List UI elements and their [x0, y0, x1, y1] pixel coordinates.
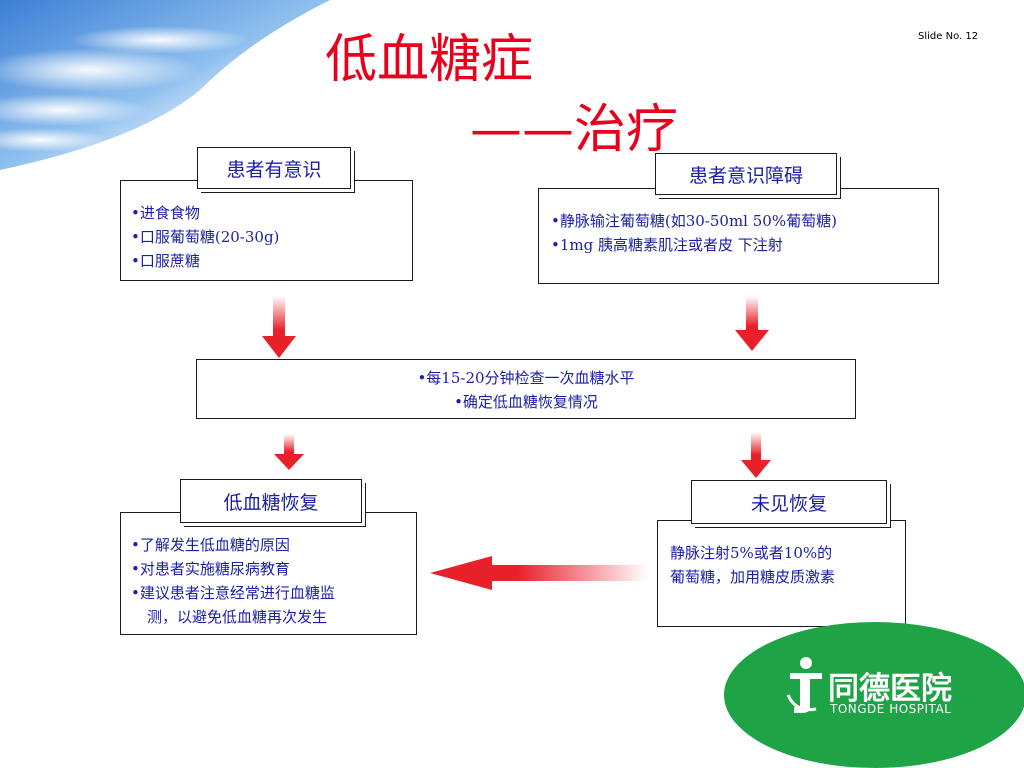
recovered-label: 低血糖恢复	[180, 479, 362, 523]
monitoring-box: 每15-20分钟检查一次血糖水平 确定低血糖恢复情况	[196, 359, 856, 419]
list-item: 静脉输注葡萄糖(如30-50ml 50%葡萄糖)	[551, 209, 938, 233]
sky-cloud-decoration	[0, 0, 330, 170]
list-item-continuation: 测，以避免低血糖再次发生	[147, 608, 328, 626]
not-recovered-text-line1: 静脉注射5%或者10%的	[670, 544, 833, 562]
not-recovered-actions-box: 静脉注射5%或者10%的 葡萄糖，加用糖皮质激素	[657, 520, 906, 627]
list-item: 了解发生低血糖的原因	[131, 533, 416, 557]
not-recovered-text-line2: 葡萄糖，加用糖皮质激素	[670, 568, 836, 586]
slide-number: Slide No. 12	[918, 31, 979, 42]
list-item: 进食食物	[131, 201, 412, 225]
slide-title: 低血糖症	[325, 30, 534, 90]
hospital-name-en: TONGDE HOSPITAL	[830, 702, 952, 716]
hospital-logo-badge	[724, 622, 1024, 768]
conscious-label: 患者有意识	[197, 147, 351, 189]
list-item: 口服蔗糖	[131, 249, 412, 273]
unconscious-actions-box: 静脉输注葡萄糖(如30-50ml 50%葡萄糖) 1mg 胰高糖素肌注或者皮 下…	[538, 188, 939, 284]
hospital-name-cn: 同德医院	[828, 671, 952, 707]
list-item: 每15-20分钟检查一次血糖水平	[197, 366, 855, 390]
arrow-down-icon	[735, 296, 769, 351]
list-item: 1mg 胰高糖素肌注或者皮 下注射	[551, 233, 938, 257]
list-item: 对患者实施糖尿病教育	[131, 557, 416, 581]
unconscious-label: 患者意识障碍	[655, 153, 837, 195]
recovered-actions-box: 了解发生低血糖的原因 对患者实施糖尿病教育 建议患者注意经常进行血糖监 测，以避…	[120, 512, 417, 635]
arrow-left-icon	[430, 556, 648, 590]
arrow-down-icon	[274, 434, 304, 470]
slide-subtitle: ——治疗	[470, 100, 679, 160]
list-item: 口服葡萄糖(20-30g)	[131, 225, 412, 249]
list-item: 建议患者注意经常进行血糖监	[131, 581, 416, 605]
arrow-down-icon	[741, 432, 771, 478]
conscious-actions-box: 进食食物 口服葡萄糖(20-30g) 口服蔗糖	[120, 180, 413, 281]
not-recovered-label: 未见恢复	[691, 480, 887, 524]
hospital-emblem-icon	[786, 657, 822, 713]
arrow-down-icon	[262, 296, 296, 358]
list-item: 确定低血糖恢复情况	[197, 390, 855, 414]
